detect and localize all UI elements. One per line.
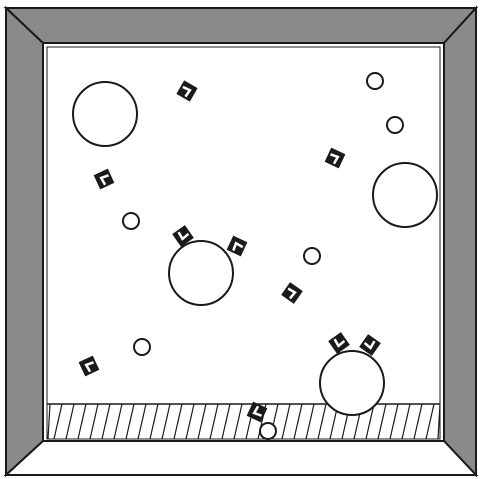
frame-bevel-bottom	[6, 441, 476, 475]
large-circle	[73, 82, 137, 146]
small-circle	[367, 73, 383, 89]
large-circle	[320, 351, 384, 415]
frame-bevel-left	[6, 8, 43, 475]
large-circle	[373, 163, 437, 227]
small-circle	[387, 117, 403, 133]
large-circle	[169, 241, 233, 305]
small-circle	[123, 213, 139, 229]
small-circle	[304, 248, 320, 264]
frame-bevel-top	[6, 8, 476, 43]
frame-bevel-right	[444, 8, 476, 475]
small-circle	[134, 339, 150, 355]
small-circle	[260, 423, 276, 439]
